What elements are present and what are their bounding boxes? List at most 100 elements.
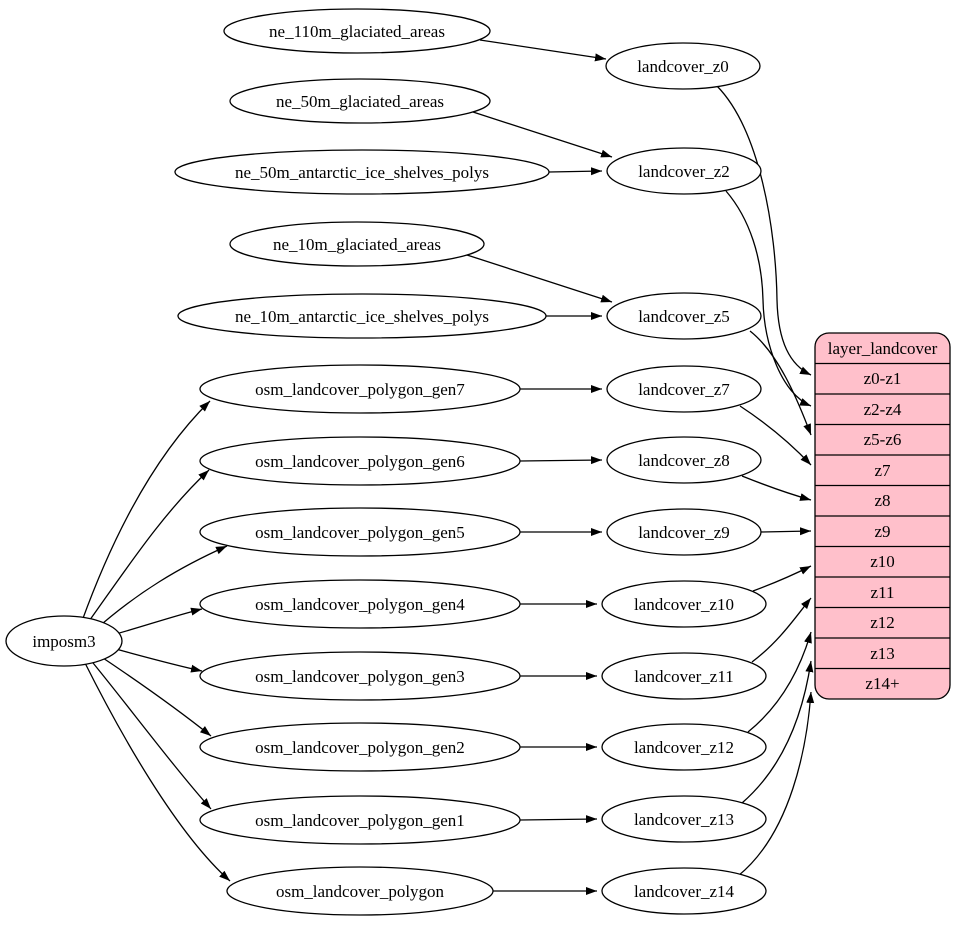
table-row-z12: z12	[870, 613, 895, 632]
node-shape	[606, 292, 762, 340]
node-shape	[601, 795, 767, 843]
node-label: ne_110m_glaciated_areas	[269, 22, 445, 41]
node-label: landcover_z9	[638, 523, 730, 542]
node-shape	[606, 147, 762, 195]
edge-z0-to-row-z0-z1	[716, 85, 812, 376]
edge-imposm3-to-polygon	[83, 660, 231, 882]
node-landcover-z2: landcover_z2	[606, 147, 762, 195]
edge-z11-to-row-z11	[751, 597, 812, 663]
node-label: landcover_z8	[638, 451, 730, 470]
node-shape	[199, 579, 521, 629]
edge-imposm3-to-gen5	[94, 545, 228, 631]
edge-gen6-to-z8	[519, 456, 603, 465]
node-landcover-z10: landcover_z10	[601, 580, 767, 628]
node-shape	[177, 293, 547, 339]
node-landcover-z8: landcover_z8	[606, 436, 762, 484]
table-row-z14plus: z14+	[865, 674, 899, 693]
node-landcover-z5: landcover_z5	[606, 292, 762, 340]
node-shape	[606, 508, 762, 556]
node-shape	[601, 723, 767, 771]
node-shape	[229, 221, 485, 267]
node-shape	[223, 8, 491, 54]
node-landcover-z7: landcover_z7	[606, 365, 762, 413]
node-shape	[199, 651, 521, 701]
edge-z5-to-row-z5-z6	[749, 330, 812, 436]
node-osm-landcover-polygon-gen7: osm_landcover_polygon_gen7	[199, 364, 521, 414]
node-label: ne_50m_antarctic_ice_shelves_polys	[235, 163, 489, 182]
node-shape	[601, 867, 767, 915]
node-label: osm_landcover_polygon_gen6	[255, 452, 465, 471]
node-landcover-z13: landcover_z13	[601, 795, 767, 843]
node-shape	[5, 615, 123, 667]
table-row-z11: z11	[871, 583, 895, 602]
edges	[81, 39, 815, 895]
node-label: landcover_z14	[634, 882, 735, 901]
node-shape	[199, 436, 521, 486]
node-shape	[199, 364, 521, 414]
node-label: osm_landcover_polygon_gen7	[255, 380, 465, 399]
node-shape	[601, 652, 767, 700]
edge-imposm3-to-gen3	[111, 647, 203, 673]
node-label: imposm3	[32, 632, 95, 651]
edge-z14-to-row-z14plus	[737, 691, 815, 877]
node-shape	[606, 365, 762, 413]
table-layer-landcover: layer_landcover z0-z1 z2-z4 z5-z6 z7 z8 …	[814, 332, 951, 700]
edge-ne50m-glaciated-to-z2	[472, 111, 613, 158]
edge-z8-to-row-z8	[741, 475, 812, 501]
table-row-z5-z6: z5-z6	[864, 430, 902, 449]
nodes: imposm3 ne_110m_glaciated_areas ne_50m_g…	[5, 8, 767, 916]
node-label: osm_landcover_polygon_gen4	[255, 595, 465, 614]
node-shape	[229, 78, 491, 124]
table-row-z9: z9	[874, 522, 890, 541]
node-label: ne_10m_glaciated_areas	[273, 235, 441, 254]
node-osm-landcover-polygon-gen6: osm_landcover_polygon_gen6	[199, 436, 521, 486]
node-osm-landcover-polygon-gen3: osm_landcover_polygon_gen3	[199, 651, 521, 701]
table-title: layer_landcover	[828, 339, 938, 358]
edge-imposm3-to-gen6	[86, 469, 210, 625]
node-shape	[226, 866, 494, 916]
node-osm-landcover-polygon-gen2: osm_landcover_polygon_gen2	[199, 722, 521, 772]
node-label: osm_landcover_polygon_gen3	[255, 667, 465, 686]
node-label: osm_landcover_polygon_gen1	[255, 811, 465, 830]
node-label: landcover_z13	[634, 810, 734, 829]
node-ne-10m-glaciated-areas: ne_10m_glaciated_areas	[229, 221, 485, 267]
node-landcover-z9: landcover_z9	[606, 508, 762, 556]
node-ne-10m-antarctic-ice-shelves-polys: ne_10m_antarctic_ice_shelves_polys	[177, 293, 547, 339]
node-ne-50m-glaciated-areas: ne_50m_glaciated_areas	[229, 78, 491, 124]
node-osm-landcover-polygon: osm_landcover_polygon	[226, 866, 494, 916]
node-shape	[601, 580, 767, 628]
node-label: ne_50m_glaciated_areas	[276, 92, 444, 111]
node-label: osm_landcover_polygon	[276, 882, 445, 901]
edge-imposm3-to-gen1	[88, 657, 212, 810]
edge-z12-to-row-z12	[747, 631, 812, 733]
node-label: landcover_z7	[638, 380, 730, 399]
node-label: landcover_z0	[637, 57, 729, 76]
node-shape	[605, 42, 761, 90]
node-landcover-z12: landcover_z12	[601, 723, 767, 771]
edge-imposm3-to-gen7	[81, 400, 211, 622]
table-row-z13: z13	[870, 644, 895, 663]
node-label: osm_landcover_polygon_gen5	[255, 523, 465, 542]
node-label: landcover_z12	[634, 738, 734, 757]
edge-gen1-to-z13	[519, 815, 598, 824]
table-row-z8: z8	[874, 491, 890, 510]
edge-imposm3-to-gen4	[111, 607, 203, 636]
node-label: landcover_z10	[634, 595, 734, 614]
edge-ne110m-to-z0	[479, 39, 607, 62]
node-shape	[199, 507, 521, 557]
node-imposm3: imposm3	[5, 615, 123, 667]
edge-ne10m-glaciated-to-z5	[466, 254, 613, 303]
table-row-z0-z1: z0-z1	[864, 369, 902, 388]
node-ne-110m-glaciated-areas: ne_110m_glaciated_areas	[223, 8, 491, 54]
node-landcover-z0: landcover_z0	[605, 42, 761, 90]
node-osm-landcover-polygon-gen4: osm_landcover_polygon_gen4	[199, 579, 521, 629]
table-row-z7: z7	[874, 461, 891, 480]
node-shape	[174, 149, 550, 195]
node-ne-50m-antarctic-ice-shelves-polys: ne_50m_antarctic_ice_shelves_polys	[174, 149, 550, 195]
node-label: landcover_z2	[638, 162, 730, 181]
edge-ne50m-antarctic-to-z2	[548, 167, 603, 176]
node-label: ne_10m_antarctic_ice_shelves_polys	[235, 307, 489, 326]
edge-z13-to-row-z13	[741, 660, 814, 804]
